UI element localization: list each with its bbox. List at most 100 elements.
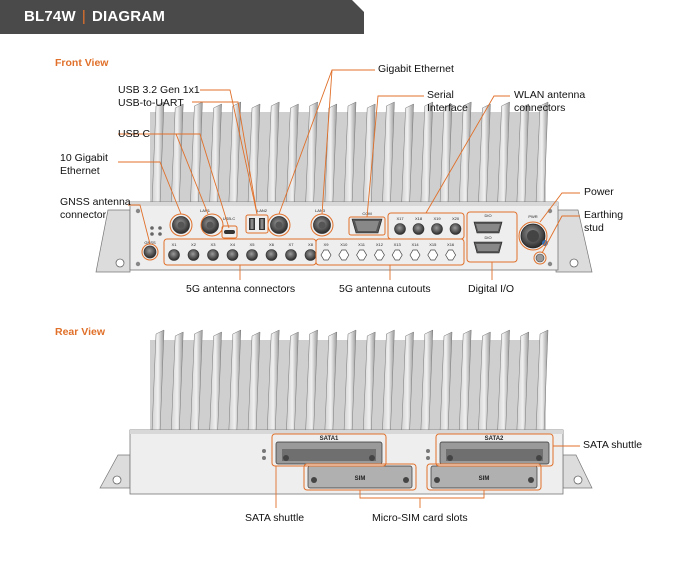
diagram-label: DIAGRAM [91,8,166,25]
pwr-panel-label: PWR [528,214,537,219]
header-bar [0,0,364,34]
fiveg-connector-label: X1 [172,242,178,247]
serial-callout-line1: Serial [427,89,454,101]
sata1-label: SATA1 [320,436,339,442]
front-view-label: Front View [55,57,109,69]
fiveg-cutout [338,249,350,261]
usbc-leader [160,133,230,229]
serial-callout-line2: Interface [427,102,468,114]
serial-port [351,218,383,234]
gige-connectors [270,216,331,234]
rear-leds [262,449,430,460]
front-panel-lip [130,202,558,206]
usb-c-port [224,230,235,234]
ten-gige-callout-line2: Ethernet [60,165,100,177]
earthing-stud [535,253,545,263]
gnss-panel-label: GNSS [144,240,156,245]
fiveg-connector-label: X5 [250,242,256,247]
rear-leader-lines [275,445,580,508]
fiveg-cutout-label: X10 [340,242,348,247]
fiveg-cutout-label: X16 [447,242,455,247]
fiveg-cutout-callout: 5G antenna cutouts [339,283,431,295]
fiveg-connector [246,249,258,261]
fiveg-cutout-label: X13 [394,242,402,247]
fiveg-connector [187,249,200,261]
gnss-connector [143,245,157,259]
fiveg-cutout [409,249,421,261]
wlan-connector-label: X20 [452,216,460,221]
fiveg-antenna-cutouts [320,249,457,261]
status-leds [150,226,162,236]
page-title: BL74W | DIAGRAM [24,8,165,25]
fiveg-cutout [391,249,403,261]
rear-mount-flanges [99,454,593,489]
fiveg-connector-label: X2 [191,242,197,247]
lan-panel-labels: LAN1 LAN2 LAN3 [200,208,326,213]
wlan-connector [394,223,406,235]
ten-gige-connectors [172,216,219,234]
wlan-connector-label: X17 [396,216,404,221]
fiveg-connector-label: X4 [230,242,236,247]
gige-callout: Gigabit Ethernet [378,63,454,75]
fiveg-cutout [373,249,385,261]
fiveg-connector-label: X3 [211,242,217,247]
usb-uart-callout: USB-to-UART [118,97,184,109]
wlan-callout-line2: connectors [514,102,566,114]
sata2-label: SATA2 [485,436,504,442]
fiveg-connector-label: X7 [289,242,295,247]
wlan-callout-line1: WLAN antenna [514,89,586,101]
lan-panel-label: LAN2 [257,208,268,213]
fiveg-connector [304,249,317,261]
dio-top-panel-label: DIO [484,213,491,218]
wlan-connector-label: X18 [415,216,423,221]
dio-bottom-panel-label: DIO [484,235,491,240]
microsim-callout: Micro-SIM card slots [372,512,468,524]
fiveg-connector [226,249,239,261]
fiveg-connector [168,249,180,261]
gnss-callout-line2: connector [60,209,107,221]
fiveg-cutout [356,249,368,261]
front-mount-flanges [95,209,593,273]
usb32-ports [249,218,265,230]
fiveg-cutout-label: X15 [429,242,437,247]
lan-panel-label: LAN3 [315,208,326,213]
fiveg-connector [285,249,297,261]
fiveg-callout: 5G antenna connectors [186,283,296,295]
title-separator: | [81,8,86,25]
rear-heatsink-fins [151,329,549,433]
sim1-label: SIM [355,476,366,482]
fiveg-cutout-label: X14 [411,242,419,247]
usb32-callout: USB 3.2 Gen 1x1 [118,84,200,96]
earthing-callout-line2: stud [584,222,604,234]
rear-view-label: Rear View [55,326,106,338]
wlan-connector [449,223,462,235]
fiveg-antenna-connectors [168,249,317,261]
wlan-connector [431,223,443,235]
fiveg-connector [265,249,278,261]
gnss-callout-line1: GNSS antenna [60,196,131,208]
power-connector [520,223,548,249]
fiveg-cutout-labels: X9 X10 X11 X12 X13 X14 X15 X16 [324,242,455,247]
wlan-antenna-connectors [394,223,462,235]
model-name: BL74W [24,8,76,25]
power-callout: Power [584,186,614,198]
fiveg-cutout [427,249,439,261]
digital-io-ports [473,221,503,254]
fiveg-cutout-label: X11 [358,242,366,247]
usb-c-panel-label: USB-C [223,216,236,221]
wlan-connector [412,223,425,235]
sim1-slot [307,465,413,489]
sata1-shuttle [275,441,383,465]
sim2-label: SIM [479,476,490,482]
fiveg-cutout-label: X12 [376,242,384,247]
lan-panel-label: LAN1 [200,208,211,213]
sata2-shuttle [439,441,550,465]
fiveg-cutout-label: X9 [324,242,330,247]
